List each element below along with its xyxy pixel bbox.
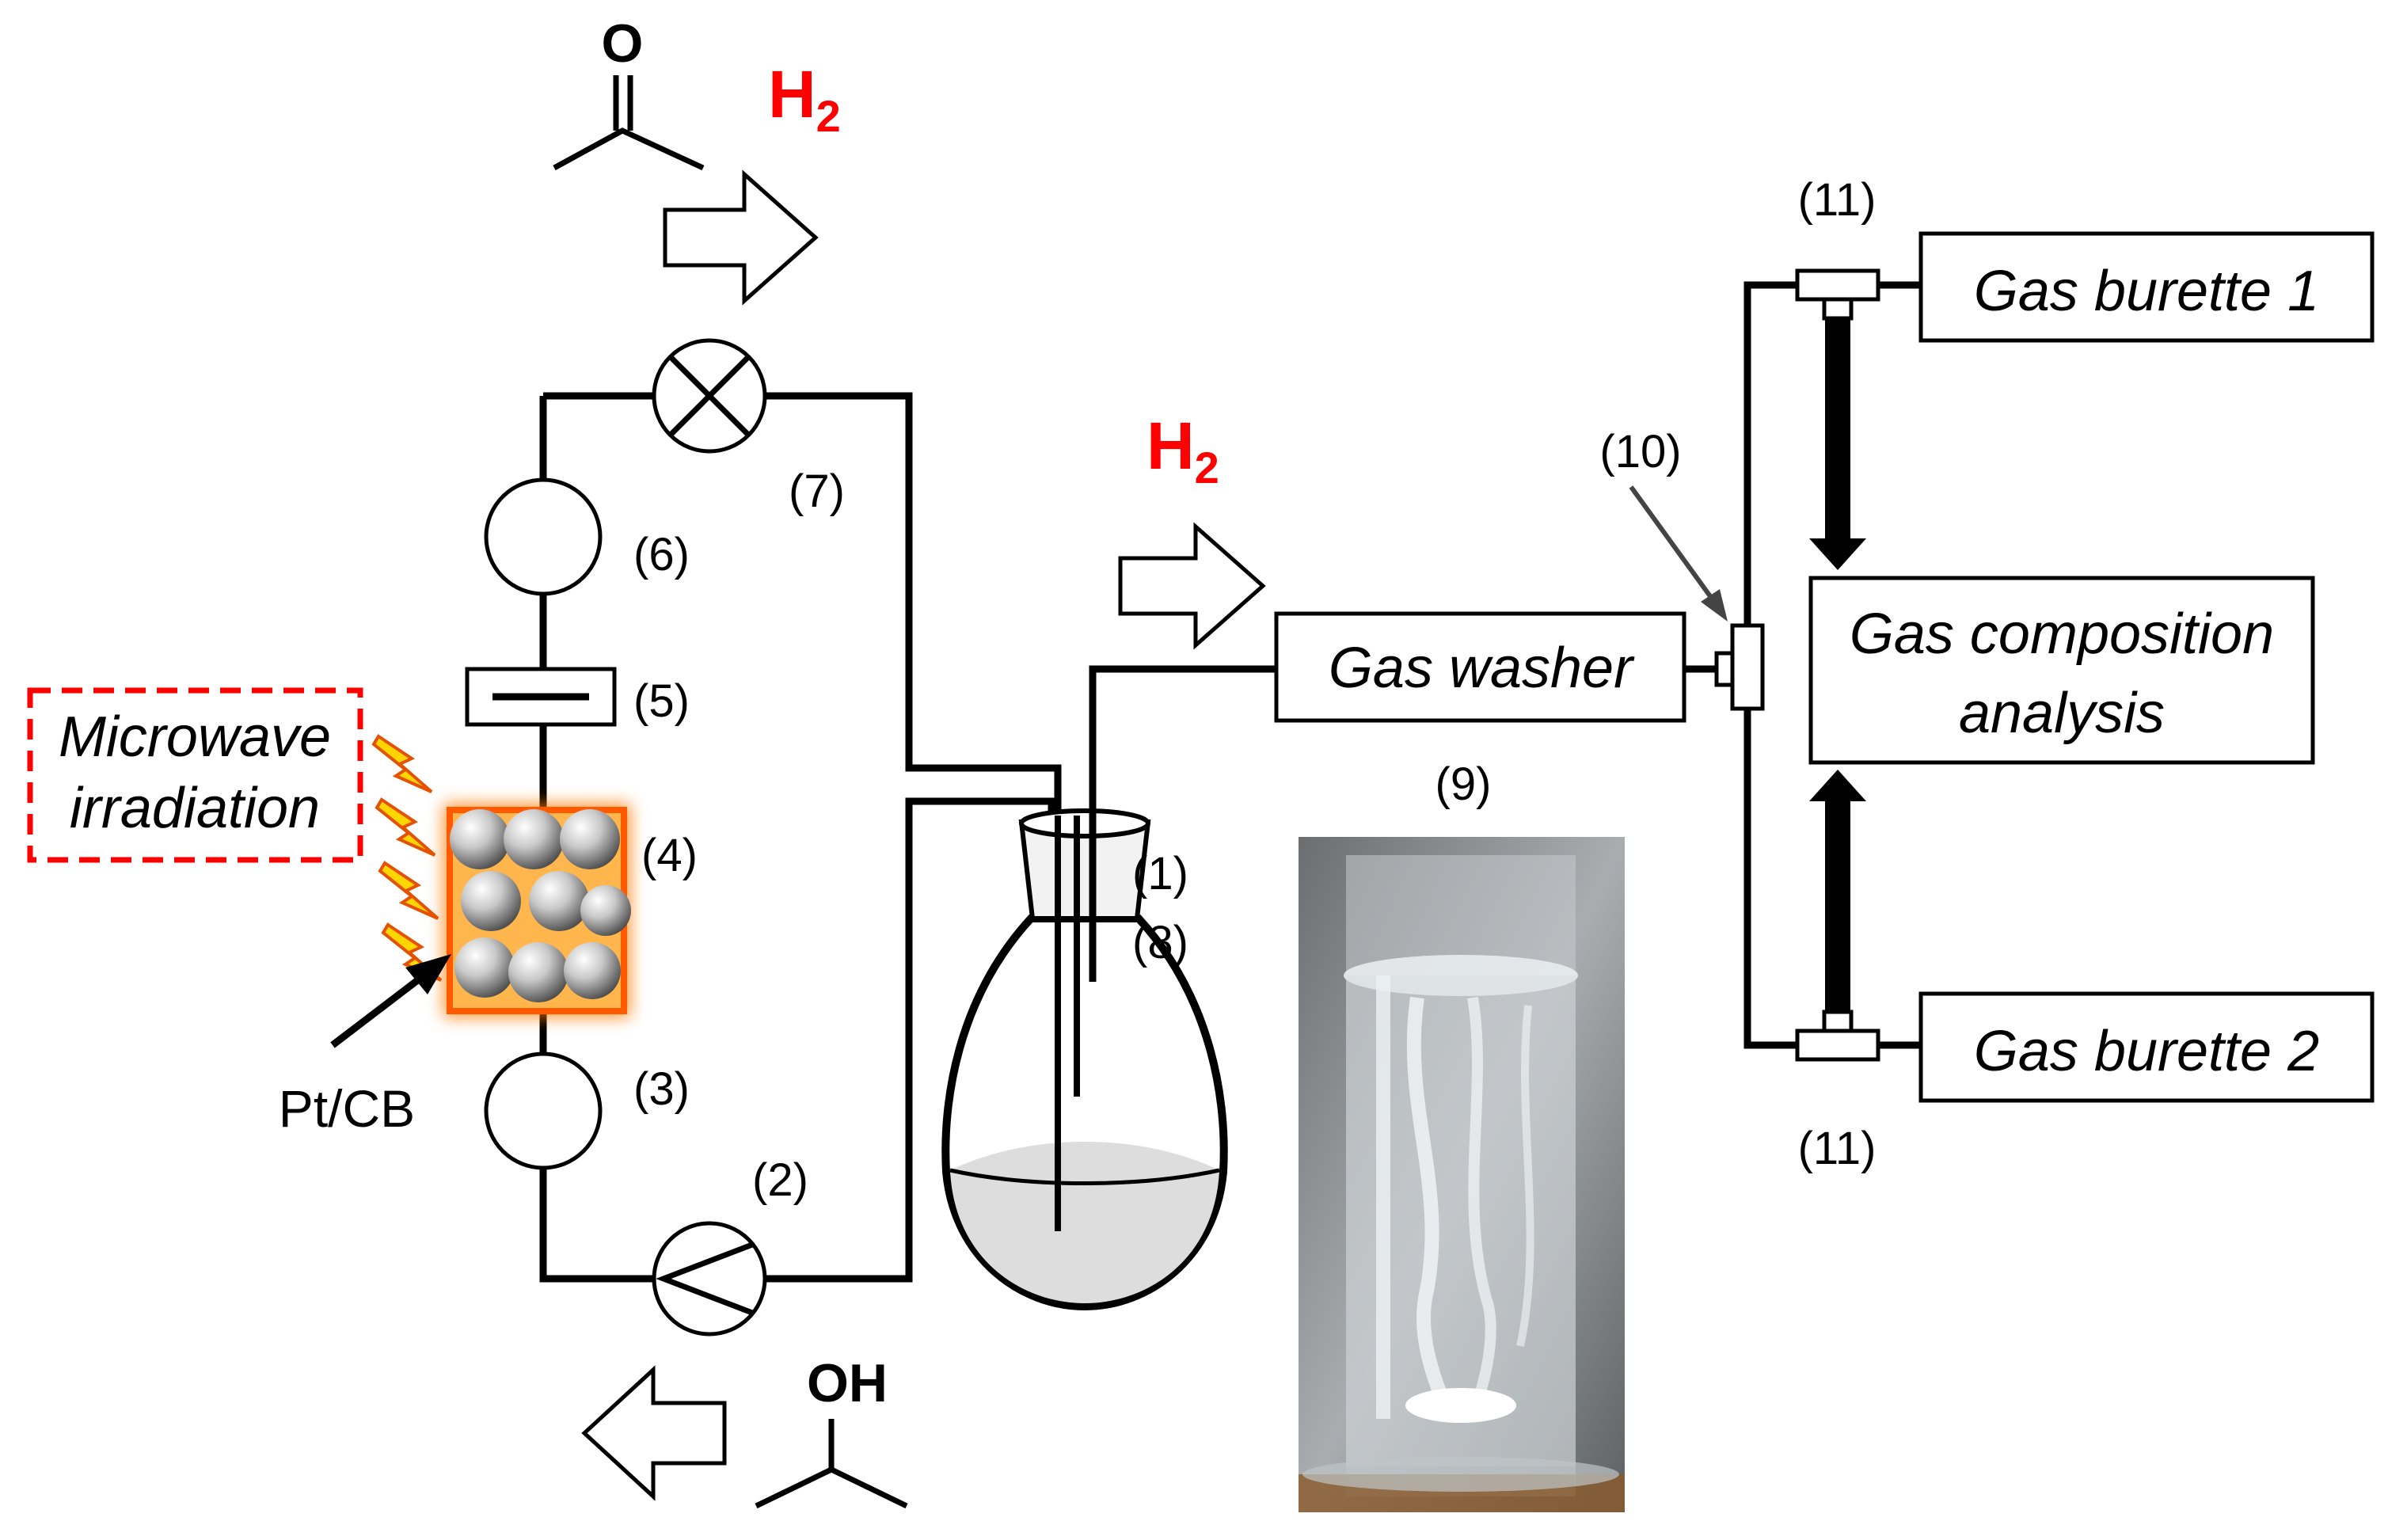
label-10: (10) [1599,426,1681,477]
filter-component [465,667,617,727]
label-6: (6) [633,529,690,580]
catalyst-pointer [330,954,451,1048]
microwave-box: Microwave irradiation [27,687,363,863]
component-number-labels: (7) (6) (5) (4) (3) (2) (1) (8) (9) (10)… [633,174,1876,1206]
arrow-down-icon [1809,318,1866,570]
pointer-arrow-10 [1629,485,1728,622]
gas-burette-1-label: Gas burette 1 [1974,260,2319,323]
microwave-label-1: Microwave [59,705,331,769]
label-8: (8) [1132,917,1188,968]
gas-composition-label-1: Gas composition [1850,603,2274,666]
label-11-top: (11) [1798,174,1877,226]
acetone-structure: O [553,13,705,171]
tee-connector-11-bottom [1795,1010,1880,1062]
hydrogen-label-middle: H2 [1146,409,1219,492]
gas-washer-photo [1299,837,1625,1512]
reactor-column [443,804,631,1017]
pump-icon [652,1221,767,1337]
label-5: (5) [633,675,690,727]
label-9: (9) [1435,759,1492,810]
gas-composition-label-2: analysis [1959,682,2165,745]
lightning-icon [371,734,443,982]
catalyst-label: Pt/CB [279,1079,415,1138]
ketone-oxygen: O [602,13,644,74]
microwave-label-2: irradiation [70,777,320,840]
component-3-circle [484,1051,603,1170]
tee-connector-10 [1714,623,1765,711]
arrow-up-icon [1809,770,1866,1012]
label-2: (2) [752,1154,808,1206]
component-6-circle [484,477,603,596]
lower-branch-line [1743,709,1797,1049]
isopropanol-structure: OH [755,1353,908,1509]
upper-branch-line [1743,281,1797,626]
flow-arrow-left-icon-bottom [581,1365,727,1501]
flow-arrow-right-icon-top [663,169,819,306]
hydrogen-label-top: H2 [768,57,841,141]
flask-outlet-line [1089,665,1276,982]
loop-return-line [765,392,1062,816]
alcohol-group: OH [807,1353,888,1413]
valve-icon [652,338,767,454]
label-3: (3) [633,1063,690,1115]
gas-washer-label: Gas washer [1329,637,1635,700]
gas-burette-2-label: Gas burette 2 [1974,1020,2319,1083]
flow-arrow-right-icon-middle [1118,522,1266,650]
label-11-bottom: (11) [1798,1123,1877,1174]
label-7: (7) [789,466,845,517]
gas-composition-box: Gas composition analysis [1808,576,2315,765]
gas-burette-2-box: Gas burette 2 [1918,991,2375,1103]
tee-connector-11-top [1795,268,1880,321]
label-4: (4) [641,830,698,881]
label-1: (1) [1132,848,1188,899]
gas-washer-box: Gas washer [1274,611,1686,723]
gas-burette-1-box: Gas burette 1 [1918,231,2375,343]
catalyst-beads [450,809,631,1002]
